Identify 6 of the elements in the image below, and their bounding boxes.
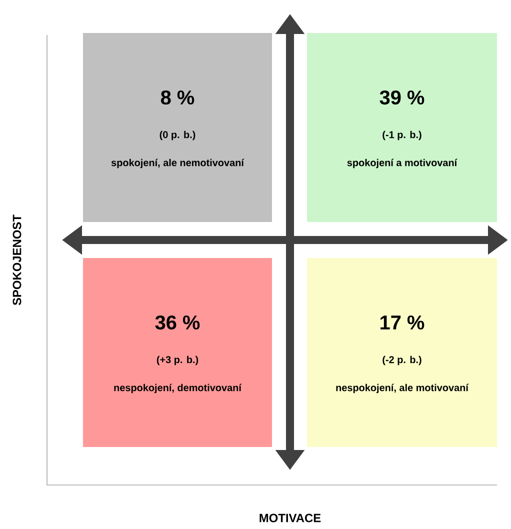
axis-label: SPOKOJENOST	[12, 214, 22, 306]
quadrant-box: 36 % (+3 p. b.) nespokojení, demotivovaní	[83, 258, 272, 447]
quadrant-box: 17 % (-2 p. b.) nespokojení, ale motivovaní	[307, 258, 497, 447]
axis-label: MOTIVACE	[260, 514, 321, 522]
quadrant-box: 39 % (-1 p. b.) spokojení a motivovaní	[307, 33, 497, 222]
quadrant-box: 8 % (0 p. b.) spokojení, ale nemotivovaní	[83, 33, 272, 222]
